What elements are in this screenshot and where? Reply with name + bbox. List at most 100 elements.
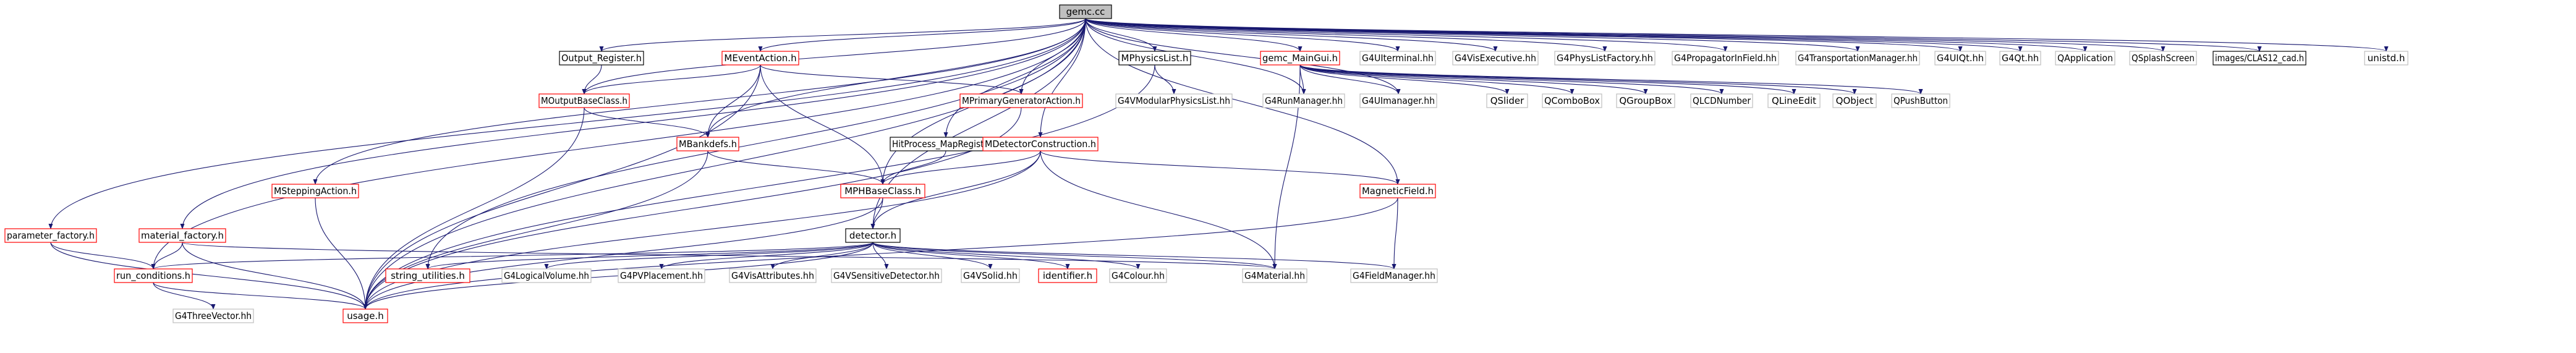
edge-detector-to-g4vsolid [872, 242, 993, 270]
edge-detector-to-g4colour [872, 242, 1141, 270]
edge-meventaction-to-mprimarygen [760, 64, 1024, 95]
node-box [1891, 93, 1950, 108]
node-box [172, 308, 254, 323]
node-box [1359, 184, 1436, 198]
node-mdetector[interactable]: MDetectorConstruction.h [982, 137, 1099, 151]
edge-mdetector-to-detector [870, 150, 1041, 229]
node-box [2129, 51, 2197, 66]
node-g4visattributes: G4VisAttributes.hh [729, 268, 817, 283]
node-label: G4FieldManager.hh [1353, 270, 1435, 281]
node-box [721, 51, 799, 66]
node-label: G4VSolid.hh [963, 270, 1018, 281]
edge-gemc-to-usage [363, 18, 1086, 310]
node-g4logicalvolume: G4LogicalVolume.hh [501, 268, 592, 283]
node-hitprocess[interactable]: HitProcess_MapRegister.h [890, 137, 1002, 151]
node-mphbaseclass[interactable]: MPHBaseClass.h [840, 184, 925, 198]
node-box [1999, 51, 2041, 66]
node-label: MBankdefs.h [679, 138, 737, 150]
node-label: images/CLAS12_cad.h [2215, 53, 2304, 64]
node-gemc-maingui[interactable]: gemc_MainGui.h [1260, 51, 1340, 66]
node-box [1542, 93, 1602, 108]
node-mbankdefs[interactable]: MBankdefs.h [676, 137, 739, 151]
edge-detector-to-g4pvplacement [659, 242, 874, 270]
node-identifier[interactable]: identifier.h [1038, 268, 1097, 283]
edge-material_factory-to-usage [182, 242, 368, 310]
node-g4physlistfactory: G4PhysListFactory.hh [1554, 51, 1656, 66]
edge-gemc-to-parameter_factory [48, 18, 1086, 229]
edge-detector-to-g4fieldmanager [872, 242, 1396, 270]
node-g4material: G4Material.hh [1242, 268, 1307, 283]
node-box [114, 268, 193, 283]
node-magneticfield[interactable]: MagneticField.h [1359, 184, 1436, 198]
node-label: G4Material.hh [1244, 270, 1305, 281]
node-label: MPhysicsList.h [1121, 53, 1189, 64]
node-box [1359, 93, 1437, 108]
edge-parameter_factory-to-usage [50, 242, 368, 310]
edge-gemc-to-images_clas12 [1085, 18, 2261, 52]
edge-mphysicslist-to-usage [363, 64, 1155, 310]
edge-moutputbaseclass-to-usage [363, 107, 585, 310]
node-material-factory[interactable]: material_factory.h [138, 228, 226, 243]
node-g4visexecutive: G4VisExecutive.hh [1452, 51, 1539, 66]
dependency-edges [48, 18, 2388, 310]
node-box [982, 137, 1099, 151]
node-box [2055, 51, 2115, 66]
node-run-conditions[interactable]: run_conditions.h [114, 268, 193, 283]
node-label: usage.h [347, 310, 384, 321]
node-label: G4VisAttributes.hh [731, 270, 814, 281]
edge-gemc-to-g4transport [1085, 18, 1860, 52]
node-msteppingaction[interactable]: MSteppingAction.h [271, 184, 359, 198]
node-string-utilities[interactable]: string_utilities.h [385, 268, 470, 283]
edge-gemc_maingui-to-g4uimanager [1299, 64, 1401, 95]
node-moutputbaseclass[interactable]: MOutputBaseClass.h [538, 93, 630, 108]
edge-gemc-to-hitprocess [943, 18, 1086, 138]
node-box [676, 137, 739, 151]
edge-gemc-to-gemc_maingui [1085, 18, 1303, 52]
node-unistd: unistd.h [2364, 51, 2408, 66]
node-output-register[interactable]: Output_Register.h [559, 51, 644, 66]
node-g4runmanager: G4RunManager.hh [1262, 93, 1345, 108]
node-usage[interactable]: usage.h [342, 308, 388, 323]
node-label: QPushButton [1894, 95, 1948, 106]
node-g4vsolid: G4VSolid.hh [961, 268, 1020, 283]
node-label: run_conditions.h [116, 270, 190, 282]
node-box [138, 228, 226, 243]
node-box [1616, 93, 1675, 108]
node-box [385, 268, 470, 283]
node-label: gemc.cc [1066, 6, 1105, 17]
node-images-clas12[interactable]: images/CLAS12_cad.h [2213, 51, 2306, 66]
node-box [1115, 93, 1233, 108]
edge-gemc-to-run_conditions [151, 18, 1086, 270]
edge-gemc-to-mdetector [1038, 18, 1086, 138]
node-parameter-factory[interactable]: parameter_factory.h [4, 228, 97, 243]
edge-gemc_maingui-to-qgroupbox [1299, 64, 1648, 95]
node-g4uiqt: G4UIQt.hh [1934, 51, 1986, 66]
node-qapplication: QApplication [2055, 51, 2115, 66]
node-box [1350, 268, 1438, 283]
node-box [1767, 93, 1821, 108]
node-detector[interactable]: detector.h [845, 228, 901, 243]
node-label: MagneticField.h [1362, 185, 1434, 197]
node-box [4, 228, 97, 243]
edge-mdetector-to-magneticfield [1040, 150, 1400, 185]
node-mphysicslist[interactable]: MPhysicsList.h [1118, 51, 1191, 66]
node-box [1690, 93, 1753, 108]
node-box [845, 228, 901, 243]
node-label: MEventAction.h [724, 53, 796, 64]
node-box [1795, 51, 1920, 66]
node-mprimarygen[interactable]: MPrimaryGeneratorAction.h [959, 93, 1083, 108]
edge-gemc_maingui-to-qlineedit [1299, 64, 1796, 95]
node-meventaction[interactable]: MEventAction.h [721, 51, 799, 66]
edge-gemc-to-g4qt [1085, 18, 2023, 52]
edge-gemc-to-moutputbaseclass [582, 18, 1086, 95]
node-label: G4Colour.hh [1112, 270, 1165, 281]
edge-detector-to-string_utilities [425, 242, 874, 270]
edge-mdetector-to-g4material [1040, 150, 1277, 270]
edge-detector-to-g4vsensitive [872, 242, 889, 270]
edge-run_conditions-to-usage [153, 282, 368, 310]
edge-gemc-to-g4propagator [1085, 18, 1728, 52]
node-label: G4VModularPhysicsList.hh [1118, 95, 1230, 106]
node-label: QGroupBox [1619, 95, 1672, 106]
node-qslider: QSlider [1486, 93, 1528, 108]
